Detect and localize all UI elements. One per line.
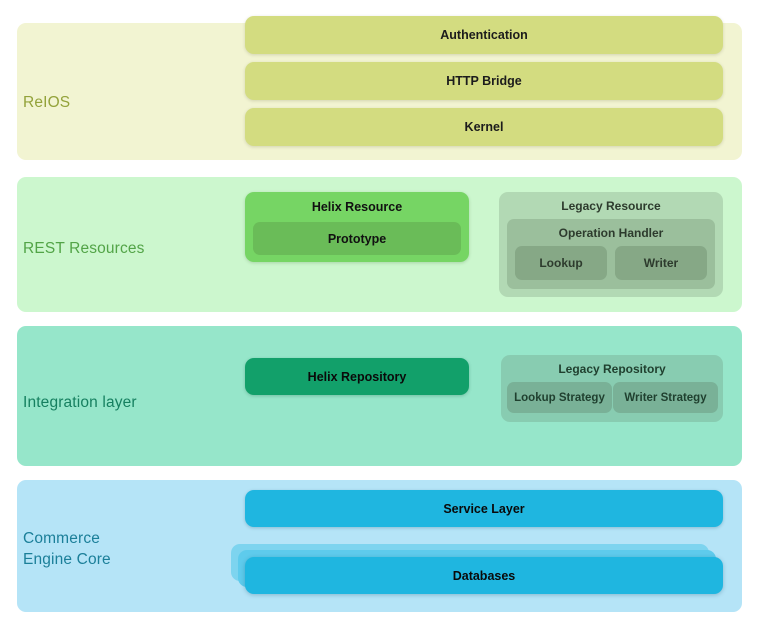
- node-service-layer[interactable]: Service Layer: [245, 490, 723, 527]
- node-helix-repository[interactable]: Helix Repository: [245, 358, 469, 395]
- layer-label-integration: Integration layer: [23, 394, 137, 411]
- node-writer-strategy[interactable]: Writer Strategy: [613, 382, 718, 413]
- group-legacy-repository[interactable]: Legacy Repository Lookup Strategy Writer…: [501, 355, 723, 422]
- group-operation-handler[interactable]: Operation Handler Lookup Writer: [507, 219, 715, 289]
- node-writer[interactable]: Writer: [615, 246, 707, 280]
- node-authentication[interactable]: Authentication: [245, 16, 723, 54]
- layer-label-rest-resources: REST Resources: [23, 240, 145, 257]
- node-lookup[interactable]: Lookup: [515, 246, 607, 280]
- group-helix-resource[interactable]: Helix Resource Prototype: [245, 192, 469, 262]
- node-http-bridge[interactable]: HTTP Bridge: [245, 62, 723, 100]
- layer-band-integration: [17, 326, 742, 466]
- layer-label-relos: ReIOS: [23, 94, 71, 111]
- node-lookup-strategy[interactable]: Lookup Strategy: [507, 382, 612, 413]
- group-legacy-resource[interactable]: Legacy Resource Operation Handler Lookup…: [499, 192, 723, 297]
- node-kernel[interactable]: Kernel: [245, 108, 723, 146]
- node-databases-stack[interactable]: Databases: [231, 544, 731, 600]
- node-legacy-resource-title: Legacy Resource: [561, 198, 661, 213]
- node-operation-handler-title: Operation Handler: [558, 225, 664, 240]
- layer-label-commerce-engine-core: Commerce Engine Core: [23, 530, 111, 568]
- node-legacy-repository-title: Legacy Repository: [558, 361, 666, 376]
- node-databases[interactable]: Databases: [245, 557, 723, 594]
- node-helix-resource-title: Helix Resource: [311, 200, 403, 214]
- node-prototype[interactable]: Prototype: [253, 222, 461, 255]
